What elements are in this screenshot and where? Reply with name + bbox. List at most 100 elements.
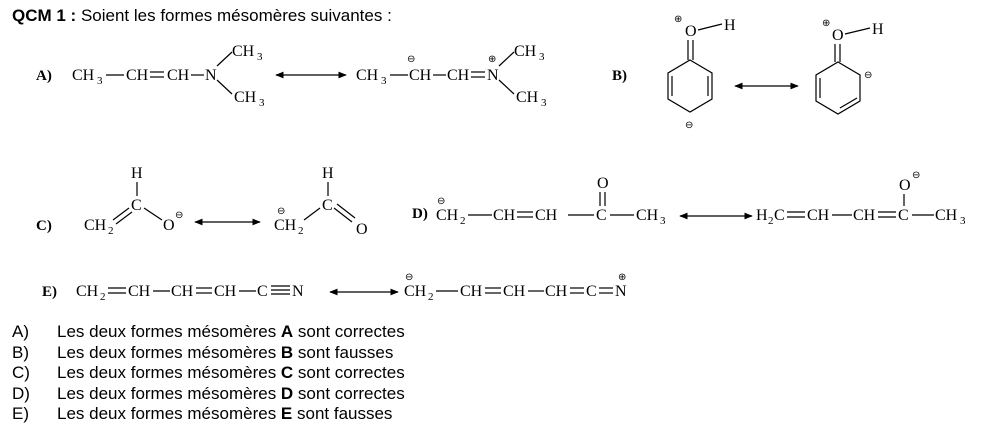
minus-charge: ⊖: [407, 54, 415, 65]
answer-text: Les deux formes mésomères: [57, 363, 281, 382]
minus-charge: ⊖: [175, 210, 183, 221]
plus-charge: ⊕: [618, 272, 626, 283]
answer-text: sont fausses: [293, 342, 394, 362]
plus-charge: ⊕: [488, 54, 496, 65]
answer-text: sont correctes: [293, 363, 405, 382]
atom-ch3: CH: [514, 43, 537, 60]
atom-h: H: [131, 165, 143, 182]
minus-charge: ⊖: [405, 272, 413, 283]
plus-charge: ⊕: [822, 18, 830, 29]
atom-n: N: [615, 283, 627, 300]
sub: 3: [259, 97, 265, 109]
question-title: QCM 1 : Soient les formes mésomères suiv…: [12, 6, 392, 26]
label-c: C): [36, 218, 52, 234]
atom-c: C: [774, 207, 785, 224]
answer-bold: D: [280, 383, 294, 403]
answer-text: sont fausses: [292, 404, 393, 423]
atom-ch3: CH: [516, 89, 539, 106]
answer-d[interactable]: D) Les deux formes mésomères D sont corre…: [12, 384, 405, 405]
structure-c: C) CH 2 C H O ⊖ ⊖ CH 2 C H O: [36, 165, 368, 238]
answer-text: Les deux formes mésomères: [57, 342, 281, 362]
sub: 2: [428, 291, 434, 303]
atom-o: O: [163, 217, 175, 234]
atom-ch: CH: [503, 283, 526, 300]
sub: 2: [108, 225, 114, 237]
answer-letter: E): [12, 404, 29, 423]
atom-ch3: CH: [356, 67, 379, 84]
label-b: B): [612, 68, 627, 84]
atom-ch3: CH: [935, 207, 958, 224]
atom-o: O: [832, 27, 844, 44]
atom-ch3: CH: [636, 207, 659, 224]
minus-charge: ⊖: [277, 206, 285, 217]
label-e: E): [42, 284, 57, 300]
answer-bold: E: [280, 404, 293, 423]
sub: 3: [97, 75, 103, 87]
atom-ch: CH: [409, 67, 432, 84]
sub: 2: [460, 215, 466, 227]
atom-ch2: CH: [436, 207, 459, 224]
answer-a[interactable]: A)Les deux formes mésomères A sont corre…: [12, 322, 405, 343]
answer-list: A)Les deux formes mésomères A sont corre…: [12, 322, 405, 425]
atom-ch: CH: [167, 67, 190, 84]
atom-o: O: [899, 177, 911, 194]
atom-h2c: H: [756, 207, 768, 224]
atom-ch: CH: [545, 283, 568, 300]
question-text: Soient les formes mésomères suivantes :: [76, 6, 392, 25]
chemistry-structures: A) CH 3 CH CH N CH 3 CH 3 CH 3 ⊖ CH CH ⊕…: [36, 14, 966, 303]
label-a: A): [36, 68, 52, 84]
atom-ch: CH: [214, 283, 237, 300]
minus-charge: ⊖: [912, 170, 920, 181]
answer-text: Les deux formes mésomères: [57, 383, 281, 403]
atom-c: C: [898, 207, 909, 224]
question-label: QCM 1 :: [12, 6, 77, 25]
sub: 3: [539, 51, 545, 63]
answer-letter: A): [12, 322, 29, 341]
minus-charge: ⊖: [685, 120, 693, 131]
answer-c[interactable]: C)Les deux formes mésomères C sont corre…: [12, 363, 405, 384]
answer-b[interactable]: B) Les deux formes mésomères B sont fauss…: [12, 343, 405, 364]
atom-h: H: [724, 17, 736, 34]
atom-ch: CH: [171, 283, 194, 300]
sub: 2: [298, 225, 304, 237]
answer-letter: C): [12, 363, 30, 382]
atom-c: C: [257, 283, 268, 300]
answer-letter: D): [12, 383, 30, 403]
atom-n: N: [487, 67, 499, 84]
atom-n: N: [292, 283, 304, 300]
structure-a: A) CH 3 CH CH N CH 3 CH 3 CH 3 ⊖ CH CH ⊕…: [36, 43, 547, 109]
answer-e[interactable]: E) Les deux formes mésomères E sont fauss…: [12, 404, 405, 425]
atom-ch: CH: [460, 283, 483, 300]
answer-text: sont correctes: [293, 322, 405, 341]
answer-text: sont correctes: [293, 383, 405, 403]
atom-o: O: [356, 221, 368, 238]
atom-ch: CH: [853, 207, 876, 224]
structure-d: D) ⊖ CH 2 CH CH C O CH 3 H 2 C CH CH C O…: [412, 170, 966, 227]
structure-b: B) ⊕ O H ⊖ ⊕ O H ⊖: [612, 14, 884, 131]
atom-ch: CH: [493, 207, 516, 224]
answer-text: Les deux formes mésomères: [57, 404, 281, 423]
atom-c: C: [586, 283, 597, 300]
atom-h: H: [322, 165, 334, 182]
answer-text: Les deux formes mésomères: [57, 322, 281, 341]
atom-ch2: CH: [274, 217, 297, 234]
atom-ch3: CH: [234, 89, 257, 106]
atom-n: N: [205, 67, 217, 84]
sub: 3: [660, 215, 666, 227]
sub: 3: [257, 51, 263, 63]
atom-ch: CH: [447, 67, 470, 84]
atom-c: C: [596, 207, 607, 224]
answer-bold: B: [280, 342, 294, 362]
atom-h: H: [872, 21, 884, 38]
atom-ch: CH: [126, 67, 149, 84]
sub: 3: [960, 215, 966, 227]
minus-charge: ⊖: [437, 196, 445, 207]
atom-ch2: CH: [84, 217, 107, 234]
atom-ch3: CH: [232, 43, 255, 60]
sub: 3: [541, 97, 547, 109]
sub: 3: [381, 75, 387, 87]
atom-ch: CH: [807, 207, 830, 224]
atom-o: O: [597, 175, 609, 192]
answer-letter: B): [12, 342, 29, 362]
atom-c: C: [131, 197, 142, 214]
